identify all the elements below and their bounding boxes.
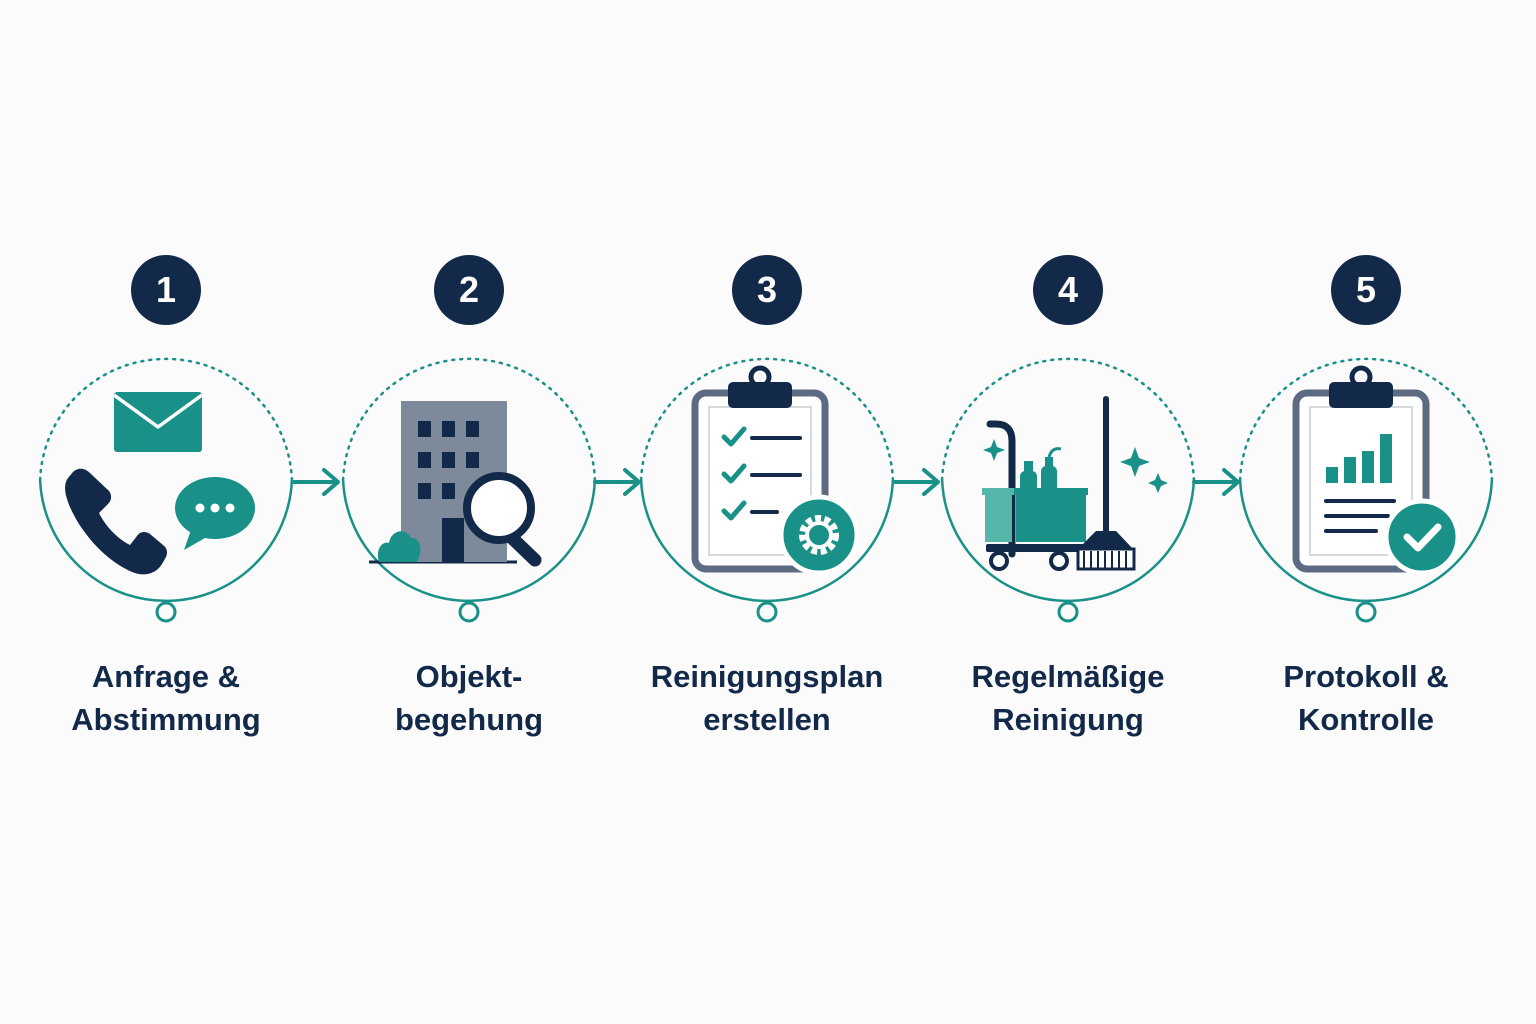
envelope-icon	[112, 392, 204, 452]
shrub-icon	[377, 531, 421, 562]
phone-icon	[65, 468, 167, 575]
step-ring	[1238, 357, 1494, 623]
step-ring	[940, 357, 1196, 623]
gear-icon	[778, 494, 860, 576]
step-ring	[341, 357, 597, 623]
step-label-line: erstellen	[703, 702, 831, 737]
step-label: Reinigungsplan erstellen	[607, 655, 927, 741]
step-label-line: Reinigungsplan	[650, 659, 884, 694]
step-number-badge: 4	[1033, 255, 1103, 325]
step-label-line: Reinigung	[992, 702, 1144, 737]
step-number-badge: 3	[732, 255, 802, 325]
broom-icon	[1076, 396, 1136, 571]
step-ring	[639, 357, 895, 623]
step-number-badge: 5	[1331, 255, 1401, 325]
arrow-right-icon	[892, 468, 940, 496]
magnifier-icon	[463, 472, 542, 567]
step-label-line: Anfrage &	[91, 659, 241, 694]
step-number-badge: 1	[131, 255, 201, 325]
arrow-right-icon	[1192, 468, 1240, 496]
step-label-line: Objekt-	[415, 659, 523, 694]
sparkle-icon	[983, 439, 1168, 493]
arrow-right-icon	[593, 468, 641, 496]
step-label: Protokoll & Kontrolle	[1206, 655, 1526, 741]
check-circle-icon	[1383, 498, 1461, 576]
arrow-right-icon	[292, 468, 340, 496]
step-label-line: Protokoll &	[1283, 659, 1449, 694]
step-number-badge: 2	[434, 255, 504, 325]
step-label-line: Abstimmung	[71, 702, 261, 737]
step-label: Anfrage & Abstimmung	[6, 655, 326, 741]
step-label: Objekt- begehung	[309, 655, 629, 741]
step-label-line: begehung	[394, 702, 544, 737]
step-ring	[38, 357, 294, 623]
step-label: Regelmäßige Reinigung	[908, 655, 1228, 741]
step-label-line: Regelmäßige	[971, 659, 1165, 694]
step-label-line: Kontrolle	[1297, 702, 1435, 737]
cleaning-cart-icon	[982, 420, 1088, 571]
chat-bubble-icon	[175, 477, 255, 550]
